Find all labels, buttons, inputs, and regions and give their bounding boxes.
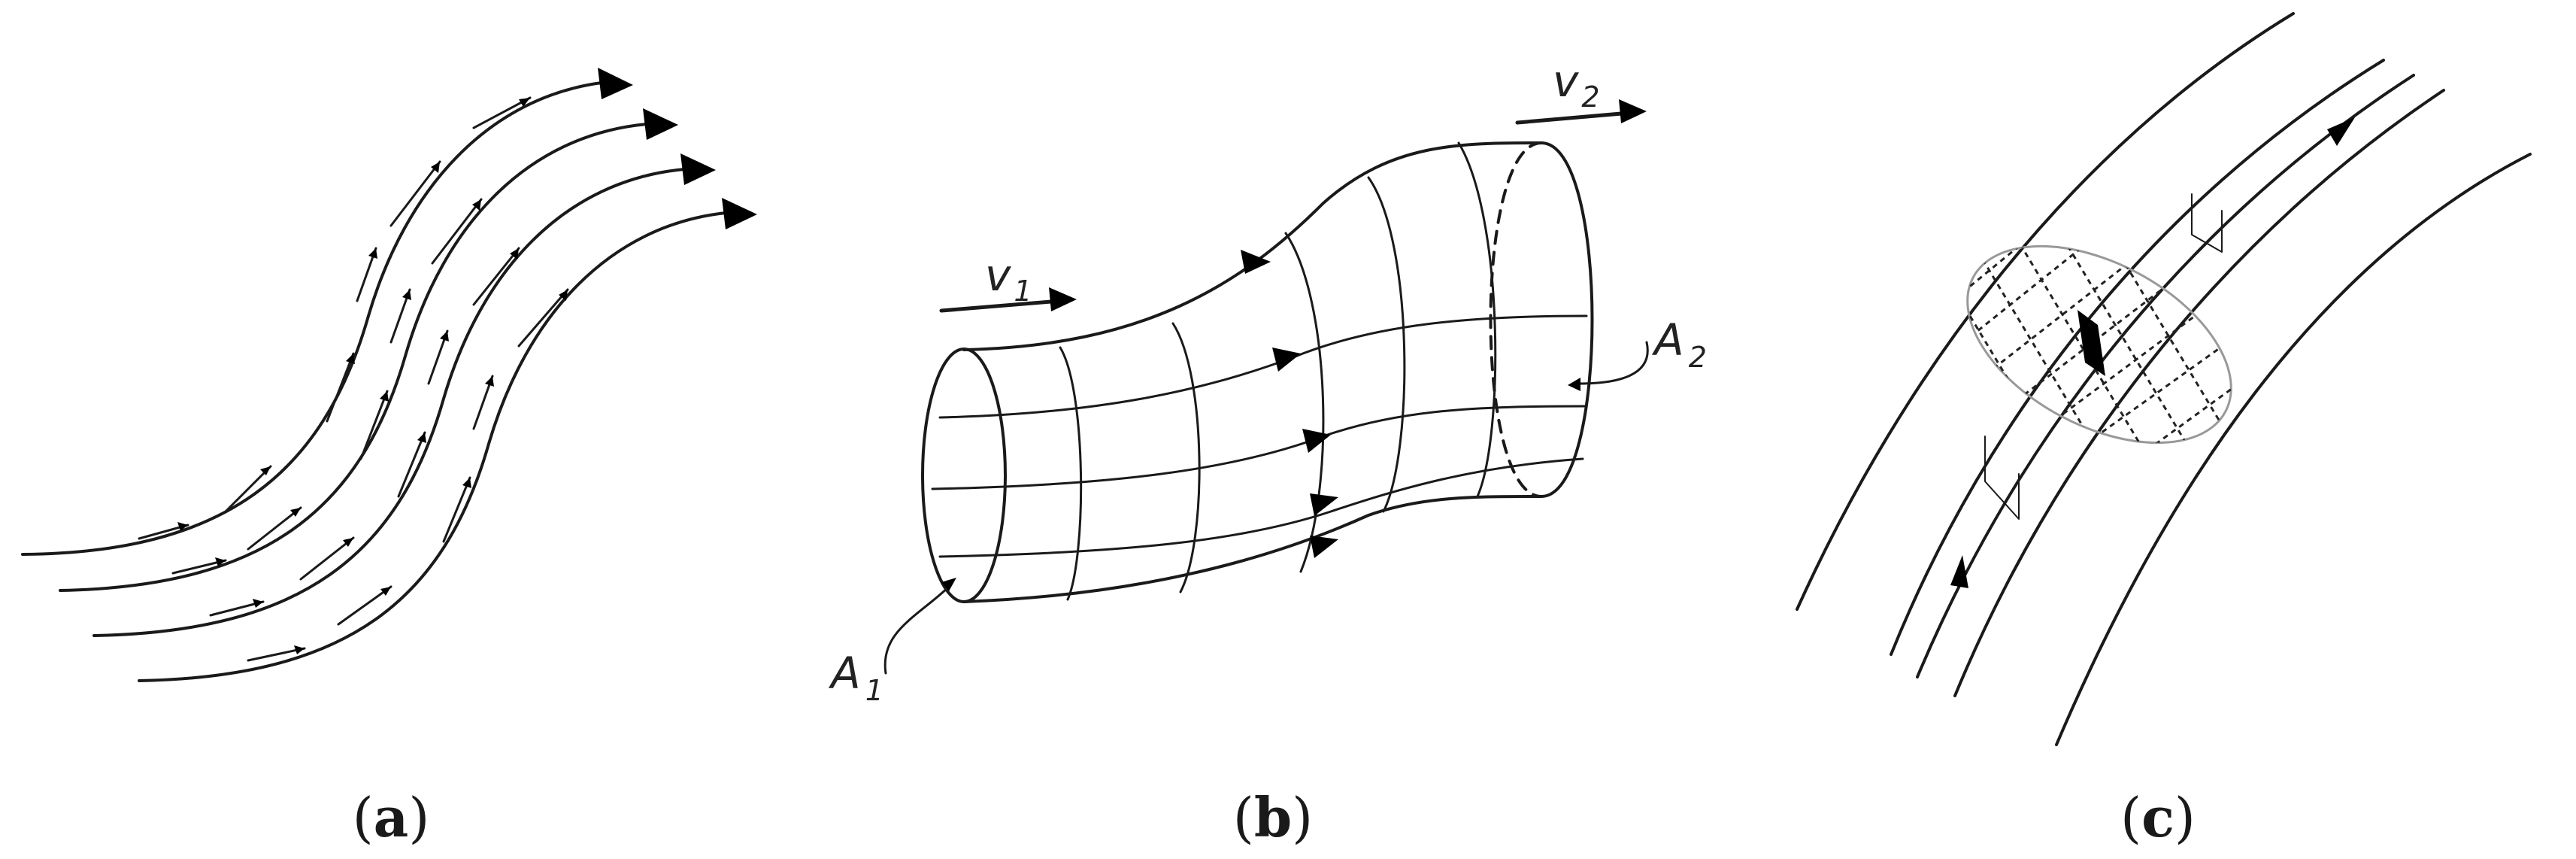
outer-boundary-right [2055, 153, 2532, 746]
arrowhead-3 [680, 153, 716, 185]
cross-section-ellipse [1966, 244, 2232, 445]
tube-rings [1059, 141, 1497, 601]
flow-arrow-lower [1950, 555, 1968, 588]
caption-b: (b) [1233, 785, 1314, 849]
v1-arrow [939, 299, 1062, 313]
arrowhead-1 [598, 68, 633, 99]
flow-arrow-upper [2327, 117, 2355, 146]
outer-boundary-left [1796, 12, 2295, 611]
v2-arrow [1515, 111, 1632, 125]
side-panel-lower [1984, 436, 2020, 520]
tube-top-edge [962, 141, 1543, 351]
a1-leader-line [883, 585, 950, 675]
inlet-cross-section [921, 348, 1007, 603]
panel-a-streamlines [21, 68, 757, 682]
arrowhead-4 [722, 198, 757, 229]
streamline-3 [92, 168, 686, 637]
outlet-cross-section-front [1540, 141, 1594, 498]
stream-element [2077, 310, 2105, 376]
v1-arrowhead [1049, 287, 1077, 311]
tube-flow-arrowheads [1241, 250, 1338, 558]
tube-line-3 [1953, 89, 2445, 697]
tube-line-2 [1916, 74, 2415, 678]
outlet-cross-section-back [1489, 141, 1543, 498]
v2-arrowhead [1619, 99, 1647, 123]
streamline-1 [21, 81, 603, 556]
streamline-2 [59, 123, 648, 592]
arrowhead-2 [643, 108, 678, 140]
side-panel-upper [2191, 193, 2223, 253]
tube-bottom-edge [962, 495, 1543, 603]
streamline-4 [138, 211, 727, 682]
panel-c-stream-tube [1796, 12, 2532, 746]
a1-leader-arrowhead [941, 578, 956, 591]
caption-a: (a) [353, 785, 430, 849]
caption-c: (c) [2120, 785, 2196, 849]
a2-leader-line [1577, 341, 1649, 385]
a2-leader-arrowhead [1568, 378, 1580, 391]
velocity-vectors [138, 96, 569, 662]
velocity-vector-heads [177, 98, 568, 654]
tube-streamlines [931, 314, 1588, 558]
